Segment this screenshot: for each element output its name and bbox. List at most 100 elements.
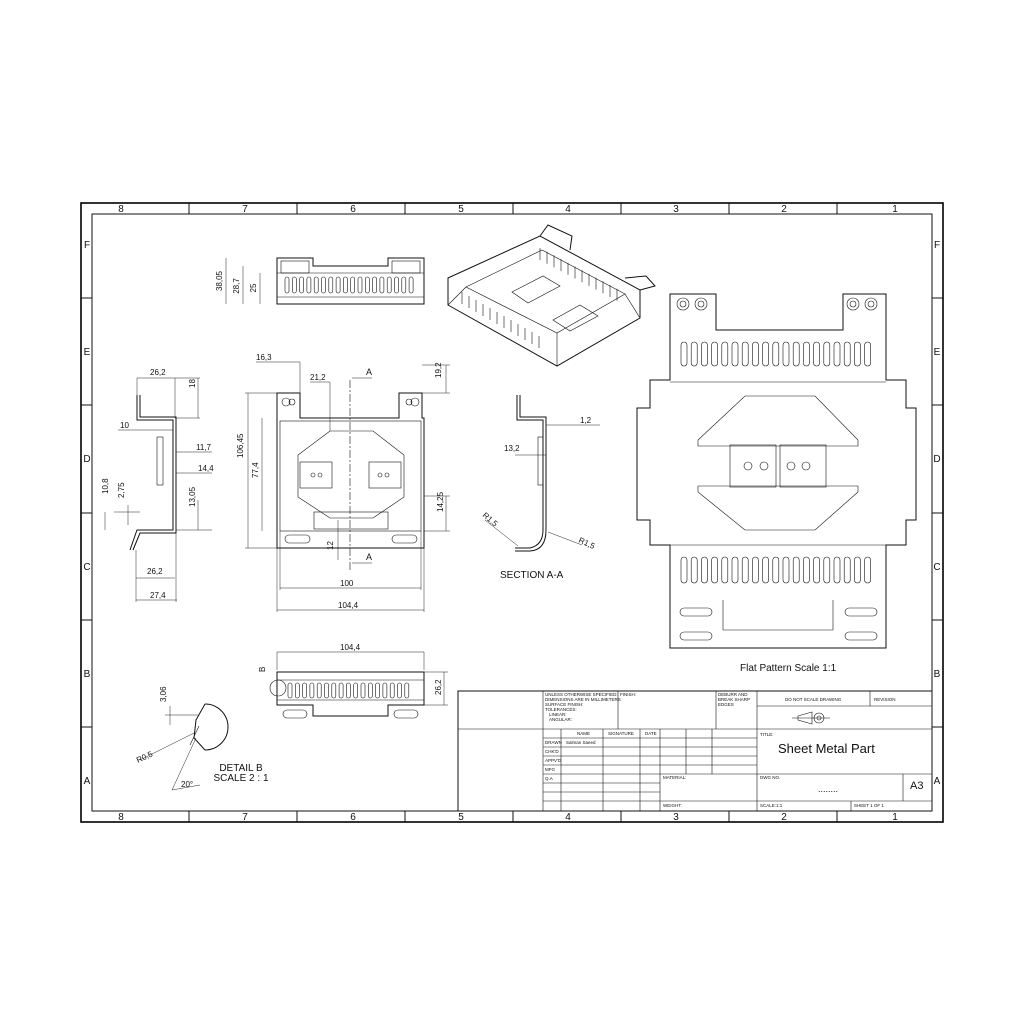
top-view-slots [284,276,414,294]
slot [782,341,790,367]
label-text: 4 [565,204,571,215]
slot [864,341,871,367]
dim-text: R1,5 [577,536,597,552]
slot [731,341,739,367]
label-text: C [933,562,940,573]
drawing-title: Sheet Metal Part [778,741,875,756]
slot [302,682,307,699]
slot [331,682,337,699]
detail-view-scale: SCALE 2 : 1 [213,773,268,784]
top-view: 38,05 28,7 25 [215,257,425,305]
label-text: 8 [118,204,124,215]
dim-text: 14,25 [436,491,445,512]
slot [792,341,800,367]
label-text: CHK'D [545,749,559,754]
isometric-slots [461,248,618,348]
slot [313,276,319,294]
label-text: DATE [645,731,657,736]
dim-text: 19,2 [434,362,443,378]
slot [328,276,334,294]
label-text: F [934,240,940,251]
dim-text: 13,2 [504,444,520,453]
side-view: 26,2 18 10 11,7 14,4 10,8 2,75 13,05 26,… [101,368,214,602]
label-text: UNLESS OTHERWISE SPECIFIED: [545,692,618,697]
slot [711,341,718,367]
dim-text: 77,4 [251,462,260,478]
projection-symbol-icon [792,711,830,725]
slot [721,341,729,367]
slot [772,341,780,367]
label-text: 4 [565,812,571,823]
slot [287,682,293,699]
front-view: 16,3 21,2 19,2 106,45 77,4 14,25 12 100 … [236,353,450,612]
slot [701,556,708,584]
slot [350,276,356,294]
label-text: LINEAR: [549,712,567,717]
label-text: SCALE:1:1 [760,803,783,808]
label-text: Q.A [545,776,553,781]
label-text: SIGNATURE [608,731,634,736]
detail-marker: B [258,667,267,672]
slot [284,276,290,294]
label-text: DIMENSIONS ARE IN MILLIMETERS [545,697,621,702]
label-text: FINISH: [620,692,636,697]
label-text: REVISION [874,697,896,702]
dim-text: 100 [340,579,354,588]
slot [394,276,399,294]
slot [843,556,851,584]
dim-text: 10,8 [101,478,110,494]
sheet-size: A3 [910,780,923,792]
detail-view: 3,06 R0,5 20° DETAIL B SCALE 2 : 1 [135,686,269,791]
slot [338,682,344,699]
label-text: ANGULAR: [549,717,572,722]
slot [854,341,861,367]
slot [324,682,329,699]
dim-text: 28,7 [232,278,241,294]
section-view: 1,2 13,2 R1,5 R1,5 SECTION A-A [481,395,600,581]
label-text: 7 [242,204,248,215]
slot [854,556,861,584]
bottom-view: 104,4 26,2 B [258,643,448,719]
dim-text: 104,4 [340,643,361,652]
slot [823,341,831,367]
slot [690,341,698,367]
label-text: 3 [673,204,679,215]
dim-text: 10 [120,421,129,430]
dim-text: R0,5 [135,749,155,765]
label-text: F [84,240,90,251]
slot [782,556,790,584]
slot [752,556,759,584]
label-text: DRAWN [545,740,562,745]
label-text: 1 [892,812,898,823]
dim-text: 26,2 [434,679,443,695]
detail-view-label: DETAIL B [219,763,263,774]
slot [864,556,871,584]
slot [382,682,388,699]
flat-pattern-slots-top [680,341,871,367]
dim-text: 16,3 [256,353,272,362]
slot [690,556,698,584]
label-text: MATERIAL: [663,775,686,780]
slot [680,341,688,367]
slot [335,276,341,294]
dim-text: 26,2 [150,368,166,377]
slot [404,682,410,699]
slot [823,556,831,584]
label-text: D [83,454,90,465]
label-text: 6 [350,204,356,215]
slot [386,276,392,294]
slot [711,556,718,584]
dim-text: 13,05 [188,486,197,507]
label-text: 5 [458,204,464,215]
flat-pattern-label: Flat Pattern Scale 1:1 [740,663,837,674]
dim-text: 3,06 [159,686,168,702]
slot [731,556,739,584]
slot [364,276,370,294]
slot [309,682,315,699]
label-text: 3 [673,812,679,823]
detail-circle [269,679,287,697]
slot [321,276,326,294]
slot [701,341,708,367]
label-text: 7 [242,812,248,823]
slot [680,556,688,584]
